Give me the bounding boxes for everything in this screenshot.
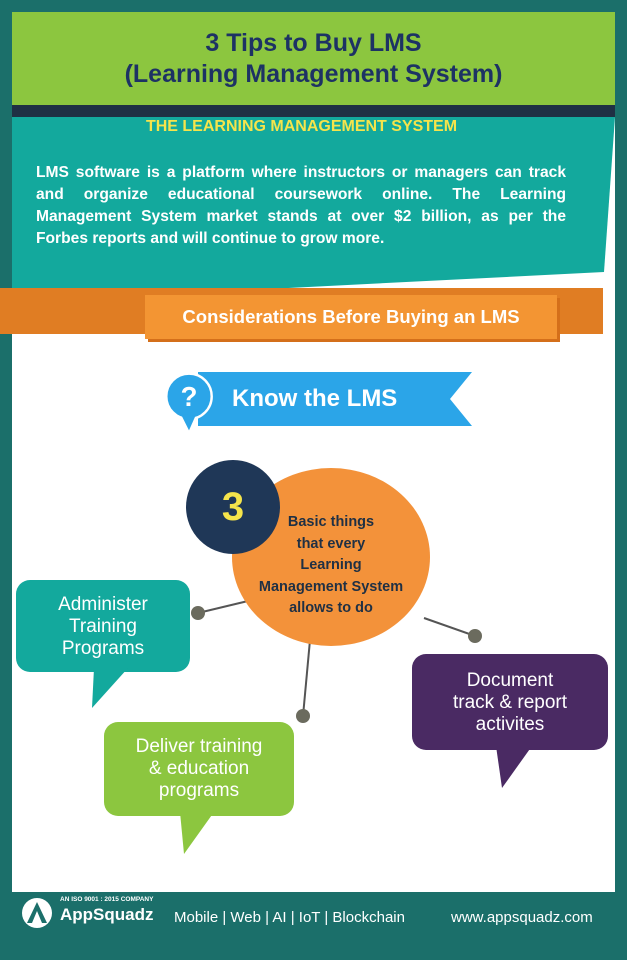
- deliver-text: Deliver training & education programs: [104, 736, 294, 802]
- considerations-banner: Considerations Before Buying an LMS: [145, 295, 557, 339]
- brand-name: AppSquadz: [60, 905, 154, 924]
- section-ribbon: [198, 372, 472, 426]
- document-text: Document track & report activites: [412, 670, 608, 736]
- title-line-1: 3 Tips to Buy LMS: [205, 29, 422, 57]
- intro-body: LMS software is a platform where instruc…: [36, 164, 566, 247]
- footer: [12, 892, 615, 948]
- administer-bubble-shape: [16, 580, 190, 708]
- title-line-2: (Learning Management System): [124, 60, 503, 88]
- center-line-5: allows to do: [289, 600, 373, 616]
- intro-heading: THE LEARNING MANAGEMENT SYSTEM: [145, 118, 458, 135]
- administer-line-3: Programs: [61, 638, 145, 659]
- services-list: Mobile | Web | AI | IoT | Blockchain: [174, 909, 405, 926]
- administer-text: Administer Training Programs: [16, 594, 190, 660]
- center-line-1: Basic things: [287, 514, 375, 530]
- administer-line-1: Administer: [58, 594, 148, 615]
- document-line-3: activites: [475, 714, 545, 735]
- center-line-2: that every: [296, 535, 366, 552]
- header-divider: [12, 105, 615, 117]
- center-line-3: Learning: [300, 557, 362, 573]
- document-bubble-shape: [412, 654, 608, 788]
- deliver-line-1: Deliver training: [135, 736, 263, 757]
- iso-label: AN ISO 9001 : 2015 COMPANY: [60, 896, 154, 903]
- page-title: 3 Tips to Buy LMS (Learning Management S…: [12, 12, 615, 105]
- document-bubble: Document track & report activites: [412, 654, 608, 790]
- appsquadz-logo-icon: [22, 898, 52, 928]
- intro-panel: [12, 117, 615, 302]
- website-link[interactable]: www.appsquadz.com: [451, 909, 593, 926]
- question-mark-icon: ?: [165, 372, 213, 431]
- document-line-1: Document: [466, 670, 554, 691]
- administer-bubble: Administer Training Programs: [16, 580, 190, 710]
- deliver-line-3: programs: [158, 780, 240, 801]
- center-line-4: Management System: [258, 578, 404, 595]
- deliver-bubble-shape: [104, 722, 294, 854]
- question-glyph: ?: [181, 381, 198, 412]
- section-title: Know the LMS: [232, 385, 398, 412]
- administer-line-2: Training: [69, 616, 137, 637]
- deliver-bubble: Deliver training & education programs: [104, 722, 294, 856]
- intro-panel-shape: [12, 117, 615, 302]
- deliver-line-2: & education: [148, 758, 250, 779]
- document-line-2: track & report: [452, 692, 568, 713]
- center-description: Basic things that every Learning Managem…: [232, 512, 430, 620]
- number-badge: 3: [186, 460, 280, 554]
